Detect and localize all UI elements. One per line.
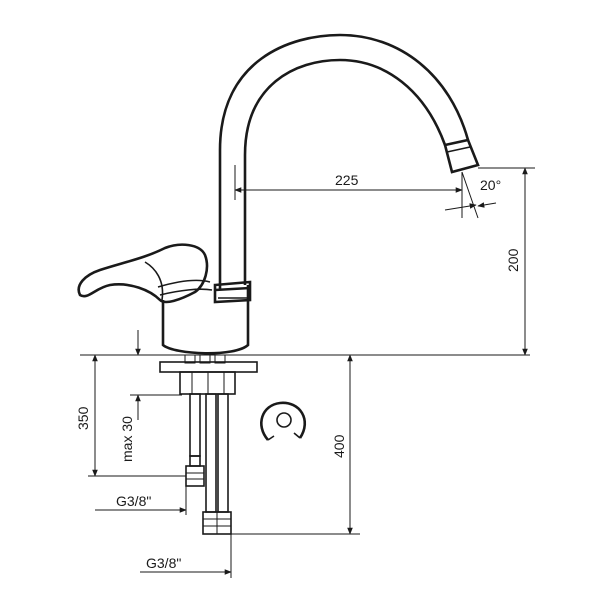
dim-spout-reach-label: 225 — [335, 172, 359, 188]
dim-deck-thickness-label: max 30 — [119, 416, 135, 462]
dim-spout-angle: 20° — [444, 171, 501, 219]
thread-callout-lower: G3/8" — [140, 534, 232, 578]
dim-hose-length-label: 350 — [75, 406, 91, 430]
dim-deck-thickness: max 30 — [119, 330, 182, 462]
thread-lower-label: G3/8" — [146, 555, 181, 571]
dim-spout-angle-label: 20° — [480, 177, 501, 193]
thread-callout-upper: G3/8" — [95, 486, 187, 515]
horseshoe-washer — [260, 401, 306, 441]
lever-handle — [77, 243, 213, 304]
faucet-body — [161, 280, 252, 355]
dim-spout-height: 200 — [478, 167, 535, 356]
dim-spout-height-label: 200 — [505, 248, 521, 272]
dim-hose-length: 350 — [75, 354, 186, 477]
dim-spout-reach: 225 — [234, 165, 463, 200]
supply-hoses — [185, 393, 232, 535]
spout — [218, 33, 480, 290]
dim-supply-depth-label: 400 — [331, 434, 347, 458]
upper-fitting — [185, 465, 205, 487]
thread-upper-label: G3/8" — [116, 493, 151, 509]
mounting-plate — [159, 354, 258, 395]
dim-supply-depth: 400 — [231, 354, 360, 535]
